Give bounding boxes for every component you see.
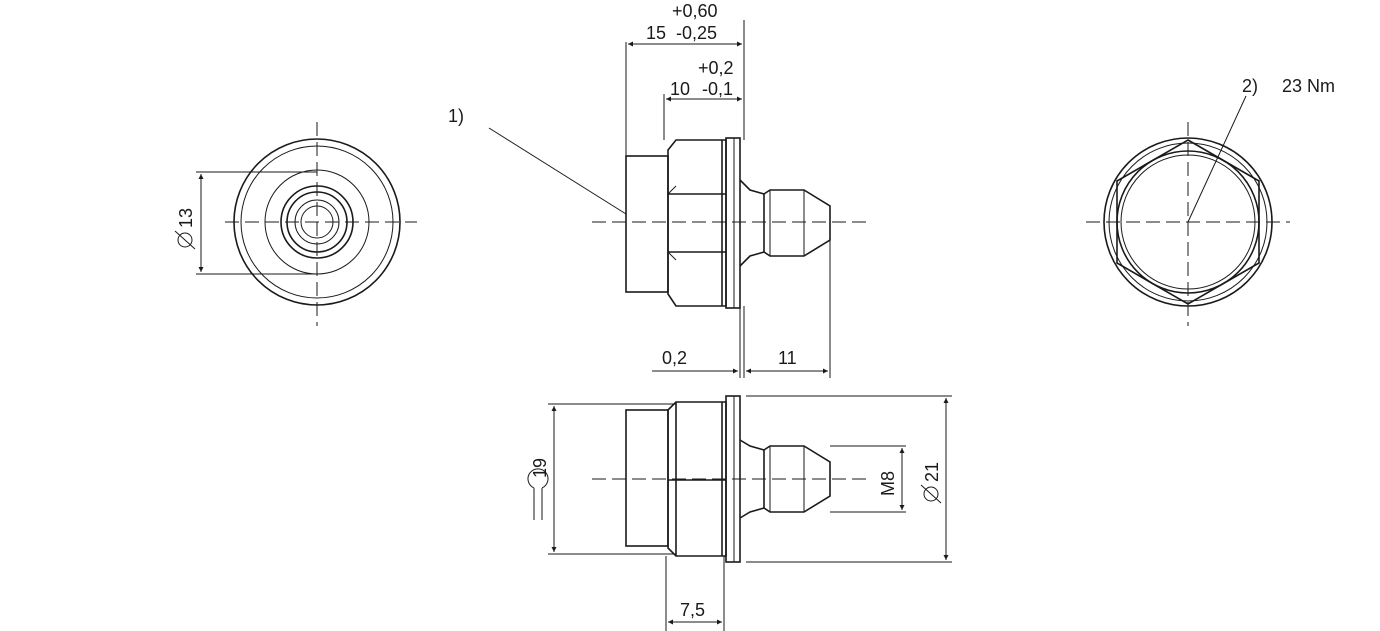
dim-15-lower-tol: -0,25	[676, 23, 717, 43]
diameter-13-label: 13	[174, 208, 196, 250]
dim-tip-length-label: 11	[778, 348, 797, 368]
svg-text:13: 13	[176, 208, 196, 228]
svg-text:M8: M8	[878, 471, 898, 496]
torque-label: 23 Nm	[1282, 76, 1335, 96]
right-end-view: 2) 23 Nm	[1086, 76, 1335, 326]
note-1-label: 1)	[448, 106, 464, 126]
dim-10-lower-tol: -0,1	[702, 79, 733, 99]
dim-hex-height-label: 7,5	[680, 600, 705, 620]
dim-10-upper-tol: +0,2	[698, 58, 734, 78]
left-end-view: 13	[174, 122, 417, 326]
front-side-view: 1) +0,60 15 -0,25 +0,2 10 -0,1 0,2 11	[448, 1, 872, 378]
bottom-view: 19 M8 21 7,5	[527, 395, 952, 631]
dim-15-upper-tol: +0,60	[672, 1, 718, 21]
svg-text:21: 21	[922, 462, 942, 482]
thread-m8-label: M8	[878, 471, 898, 496]
dim-gap-label: 0,2	[662, 348, 687, 368]
diameter-21-label: 21	[920, 462, 942, 504]
dim-10-nominal: 10	[670, 79, 690, 99]
note-2-label: 2)	[1242, 76, 1258, 96]
dim-15-nominal: 15	[646, 23, 666, 43]
svg-text:19: 19	[530, 458, 550, 478]
wrench-19-label: 19	[527, 458, 550, 520]
